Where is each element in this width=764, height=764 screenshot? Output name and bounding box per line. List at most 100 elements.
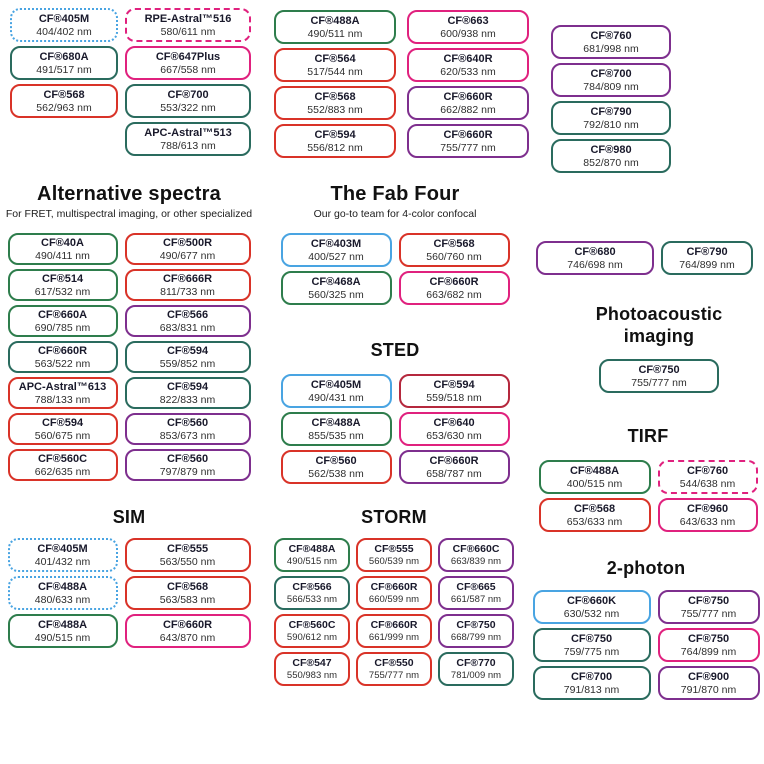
dye-ex-em: 491/517 nm (36, 63, 92, 76)
dye-ex-em: 490/411 nm (35, 249, 90, 262)
dye-ex-em: 653/630 nm (426, 429, 482, 442)
dye-name: CF®660R (370, 618, 418, 631)
section-title: Alternative spectra (37, 183, 221, 205)
dye-ex-em: 855/535 nm (308, 429, 364, 442)
dye-name: CF®405M (310, 378, 362, 391)
dye-name: CF®660R (37, 344, 88, 357)
dye-name: CF®700 (167, 88, 209, 101)
dye-name: CF®488A (288, 542, 336, 555)
dye-name: CF®770 (456, 656, 496, 669)
dye-ex-em: 661/587 nm (450, 593, 502, 605)
dye-ex-em: 764/899 nm (680, 645, 737, 658)
dye-name: CF®468A (311, 275, 361, 288)
dye-ex-em: 668/799 nm (450, 631, 502, 643)
dye-name: CF®514 (41, 272, 84, 285)
dye-name: CF®790 (686, 245, 728, 258)
dye-name: CF®488A (310, 14, 360, 27)
dye-name: CF®660R (443, 90, 493, 103)
dye-ex-em: 404/402 nm (36, 25, 92, 38)
dye-ex-em: 560/325 nm (308, 288, 364, 301)
dye-ex-em: 662/882 nm (440, 103, 496, 116)
dye-name: CF®566 (292, 580, 332, 593)
dye-ex-em: 755/777 nm (680, 607, 737, 620)
dye-name: CF®660K (566, 594, 617, 607)
dye-ex-em: 563/583 nm (159, 593, 216, 606)
dye-ex-em: 667/558 nm (160, 63, 216, 76)
dye-name: CF®760 (590, 29, 632, 42)
dye-name: CF®700 (590, 67, 632, 80)
dye-name: CF®488A (37, 580, 88, 593)
dye-ex-em: 661/999 nm (368, 631, 420, 643)
dye-ex-em: 553/322 nm (160, 101, 216, 114)
dye-ex-em: 643/633 nm (679, 515, 736, 528)
dye-name: CF®500R (162, 236, 213, 249)
dye-name: CF®550 (374, 656, 414, 669)
dye-ex-em: 552/883 nm (307, 103, 363, 116)
dye-ex-em: 566/533 nm (286, 593, 338, 605)
section-subtitle: For FRET, multispectral imaging, or othe… (5, 208, 253, 220)
dye-name: CF®760 (686, 464, 729, 477)
section-title: The Fab Four (330, 183, 460, 205)
dye-ex-em: 791/813 nm (563, 683, 620, 696)
dye-name: CF®680A (39, 50, 89, 63)
dye-name: CF®564 (314, 52, 356, 65)
dye-name: CF®555 (166, 542, 209, 555)
dye-name: CF®594 (314, 128, 356, 141)
dye-ex-em: 563/522 nm (34, 357, 91, 370)
dye-name: CF®647Plus (155, 50, 221, 63)
dye-ex-em: 797/879 nm (159, 465, 216, 478)
dye-ex-em: 746/698 nm (567, 258, 623, 271)
dye-ex-em: 559/518 nm (426, 391, 482, 404)
dye-name: CF®405M (37, 542, 88, 555)
dye-name: CF®568 (166, 580, 209, 593)
dye-ex-em: 643/870 nm (159, 631, 216, 644)
dye-name: CF®594 (166, 380, 209, 393)
dye-ex-em: 662/635 nm (34, 465, 91, 478)
